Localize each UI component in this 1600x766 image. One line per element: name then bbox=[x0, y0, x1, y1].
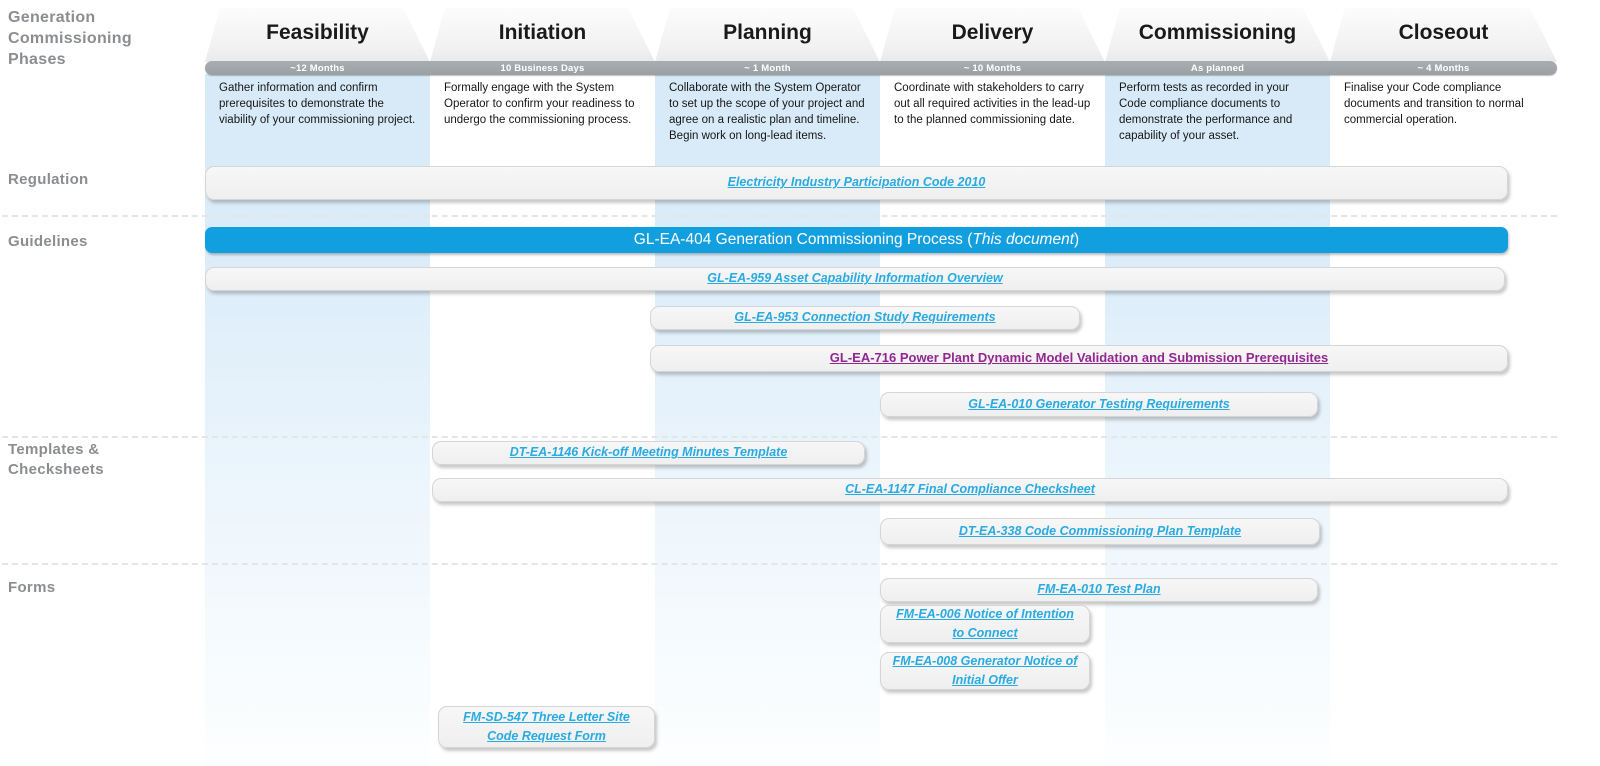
phase-tab-initiation: Initiation bbox=[430, 8, 655, 62]
separator-regulation-guidelines bbox=[2, 215, 1557, 217]
phase-tab-delivery: Delivery bbox=[880, 8, 1105, 62]
phase-description-delivery: Coordinate with stakeholders to carry ou… bbox=[894, 82, 1091, 127]
phase-name: Commissioning bbox=[1138, 21, 1297, 44]
doc-bar-electricity-code: Electricity Industry Participation Code … bbox=[205, 166, 1508, 200]
phase-name: Initiation bbox=[498, 21, 587, 44]
section-label-templates-checksheets: Templates & Checksheets bbox=[8, 441, 104, 478]
section-label-regulation: Regulation bbox=[8, 171, 89, 188]
phase-description-closeout: Finalise your Code compliance documents … bbox=[1344, 82, 1524, 127]
doc-bar-cl-ea-1147: CL-EA-1147 Final Compliance Checksheet bbox=[432, 478, 1508, 502]
phase-duration-feasibility: ~12 Months bbox=[290, 62, 345, 74]
doc-link-gl-ea-953[interactable]: GL-EA-953 Connection Study Requirements bbox=[734, 310, 996, 325]
phase-description-commissioning: Perform tests as recorded in your Code c… bbox=[1119, 82, 1293, 143]
doc-link-fm-ea-010[interactable]: FM-EA-010 Test Plan bbox=[1037, 582, 1161, 597]
doc-bar-fm-ea-008: FM-EA-008 Generator Notice of Initial Of… bbox=[880, 652, 1090, 690]
phase-duration-commissioning: As planned bbox=[1190, 62, 1245, 74]
doc-bar-fm-sd-547: FM-SD-547 Three Letter Site Code Request… bbox=[438, 706, 655, 748]
section-label-guidelines: Guidelines bbox=[8, 233, 88, 250]
doc-bar-gl-ea-010: GL-EA-010 Generator Testing Requirements bbox=[880, 392, 1318, 417]
doc-link-gl-ea-716[interactable]: GL-EA-716 Power Plant Dynamic Model Vali… bbox=[829, 350, 1329, 366]
gl-ea-404-label: GL-EA-404 Generation Commissioning Proce… bbox=[633, 231, 1080, 248]
phase-tab-commissioning: Commissioning bbox=[1105, 8, 1330, 62]
phase-duration-closeout: ~ 4 Months bbox=[1417, 62, 1470, 74]
doc-bar-gl-ea-953: GL-EA-953 Connection Study Requirements bbox=[650, 306, 1080, 330]
phase-description-planning: Collaborate with the System Operator to … bbox=[669, 82, 865, 143]
phase-name: Feasibility bbox=[266, 21, 369, 44]
phase-duration-planning: ~ 1 Month bbox=[744, 62, 791, 74]
phase-tab-feasibility: Feasibility bbox=[205, 8, 430, 62]
doc-link-dt-ea-1146[interactable]: DT-EA-1146 Kick-off Meeting Minutes Temp… bbox=[509, 445, 788, 460]
doc-link-fm-sd-547[interactable]: FM-SD-547 Three Letter Site Code Request… bbox=[463, 709, 630, 743]
phase-name: Closeout bbox=[1398, 21, 1489, 44]
phase-duration-initiation: 10 Business Days bbox=[500, 62, 585, 74]
doc-link-fm-ea-006[interactable]: FM-EA-006 Notice of Intention to Connect bbox=[896, 606, 1074, 640]
section-label-forms: Forms bbox=[8, 579, 56, 596]
doc-link-dt-ea-338[interactable]: DT-EA-338 Code Commissioning Plan Templa… bbox=[958, 523, 1242, 538]
doc-link-electricity-industry-participation-code[interactable]: Electricity Industry Participation Code … bbox=[727, 175, 986, 190]
doc-link-gl-ea-010[interactable]: GL-EA-010 Generator Testing Requirements bbox=[968, 396, 1230, 411]
doc-bar-fm-ea-010: FM-EA-010 Test Plan bbox=[880, 578, 1318, 602]
doc-bar-dt-ea-338: DT-EA-338 Code Commissioning Plan Templa… bbox=[880, 518, 1320, 545]
phase-name: Planning bbox=[723, 21, 812, 44]
doc-bar-dt-ea-1146: DT-EA-1146 Kick-off Meeting Minutes Temp… bbox=[432, 441, 865, 465]
diagram-title: Generation Commissioning Phases bbox=[8, 9, 132, 68]
doc-link-fm-ea-008[interactable]: FM-EA-008 Generator Notice of Initial Of… bbox=[892, 653, 1078, 687]
separator-guidelines-templates bbox=[2, 436, 1557, 438]
doc-link-cl-ea-1147[interactable]: CL-EA-1147 Final Compliance Checksheet bbox=[845, 482, 1095, 497]
phase-description-initiation: Formally engage with the System Operator… bbox=[444, 82, 635, 127]
phase-name: Delivery bbox=[951, 21, 1034, 44]
doc-bar-gl-ea-716: GL-EA-716 Power Plant Dynamic Model Vali… bbox=[650, 345, 1508, 372]
phase-tab-planning: Planning bbox=[655, 8, 880, 62]
doc-bar-gl-ea-404-current-document: GL-EA-404 Generation Commissioning Proce… bbox=[205, 227, 1508, 253]
phase-duration-bar: ~12 Months 10 Business Days ~ 1 Month ~ … bbox=[205, 61, 1557, 75]
phase-duration-delivery: ~ 10 Months bbox=[963, 62, 1022, 74]
doc-bar-gl-ea-959: GL-EA-959 Asset Capability Information O… bbox=[205, 267, 1505, 291]
phase-tab-closeout: Closeout bbox=[1330, 8, 1557, 62]
phase-description-feasibility: Gather information and confirm prerequis… bbox=[219, 82, 416, 127]
separator-templates-forms bbox=[2, 563, 1557, 565]
doc-bar-fm-ea-006: FM-EA-006 Notice of Intention to Connect bbox=[880, 605, 1090, 643]
doc-link-gl-ea-959[interactable]: GL-EA-959 Asset Capability Information O… bbox=[707, 271, 1003, 286]
